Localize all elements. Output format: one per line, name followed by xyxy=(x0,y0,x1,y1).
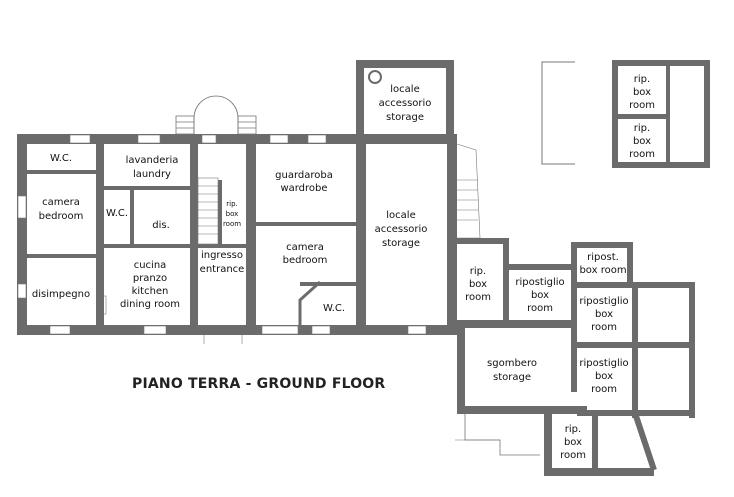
room-label-line: sgombero xyxy=(487,358,537,369)
room-label-ingresso: ingresso entrance xyxy=(200,250,245,275)
room-label-line: room xyxy=(629,100,655,111)
room-label-line: entrance xyxy=(200,264,245,275)
column-icon xyxy=(368,70,382,84)
room-label-line: storage xyxy=(382,238,420,249)
room-label-line: disimpegno xyxy=(32,289,90,300)
room-label-line: room xyxy=(223,220,241,228)
room-label-disimpegno: disimpegno xyxy=(32,289,90,300)
room-label-ripostiglio-3: ripostiglio box room xyxy=(579,358,628,395)
room-label-line: laundry xyxy=(133,169,171,180)
room-label-line: storage xyxy=(386,112,424,123)
porch xyxy=(175,95,257,135)
room-label-line: rip. xyxy=(634,74,650,85)
room-label-line: room xyxy=(591,384,617,395)
room-label-line: room xyxy=(527,303,553,314)
room-label-sgombero: sgombero storage xyxy=(487,358,537,383)
room-label-line: accessorio xyxy=(375,224,428,235)
room-label-dis: dis. xyxy=(152,220,170,231)
room-label-line: box xyxy=(633,87,651,98)
threshold xyxy=(203,335,243,344)
room-label-line: cucina xyxy=(134,260,167,271)
room-label-rip-box-bottom: rip. box room xyxy=(560,424,586,461)
room-label-line: storage xyxy=(493,372,531,383)
room-label-rip-box-tr1: rip. box room xyxy=(629,74,655,111)
room-label-line: rip. xyxy=(634,123,650,134)
room-label-line: camera xyxy=(42,197,80,208)
room-label-wc-left: W.C. xyxy=(50,153,72,164)
right-wing-walls xyxy=(457,238,695,418)
room-label-line: kitchen xyxy=(132,286,169,297)
room-label-line: W.C. xyxy=(50,153,72,164)
top-wing-walls xyxy=(356,60,454,144)
room-label-line: ripostiglio xyxy=(515,277,564,288)
room-label-line: bedroom xyxy=(283,255,328,266)
interior-walls xyxy=(27,144,366,325)
room-label-line: room xyxy=(591,322,617,333)
room-label-line: room xyxy=(560,450,586,461)
room-label-rip-box-1: rip. box room xyxy=(465,266,491,303)
room-label-line: box xyxy=(564,437,582,448)
room-label-line: accessorio xyxy=(379,98,432,109)
room-label-line: rip. xyxy=(226,200,238,208)
room-label-line: box xyxy=(595,309,613,320)
room-label-line: locale xyxy=(390,84,419,95)
room-label-lavanderia: lavanderia laundry xyxy=(126,155,179,180)
room-label-line: bedroom xyxy=(39,211,84,222)
room-label-locale-top: locale accessorio storage xyxy=(379,84,432,123)
room-label-camera-left: camera bedroom xyxy=(39,197,84,222)
room-label-line: ingresso xyxy=(201,250,243,261)
side-stairs xyxy=(456,143,481,239)
room-label-line: locale xyxy=(386,210,415,221)
room-label-line: dining room xyxy=(120,299,180,310)
room-label-ripostiglio-1: ripostiglio box room xyxy=(515,277,564,314)
room-label-line: W.C. xyxy=(323,303,345,314)
room-label-line: box xyxy=(531,290,549,301)
room-label-ripost-box: ripost. box room xyxy=(579,252,626,276)
room-label-wc-mid: W.C. xyxy=(106,208,128,219)
room-label-line: room xyxy=(465,292,491,303)
room-label-line: dis. xyxy=(152,220,170,231)
room-label-cucina: cucina pranzo kitchen dining room xyxy=(120,260,180,310)
outer-walls xyxy=(17,134,457,335)
plan-title: PIANO TERRA - GROUND FLOOR xyxy=(132,376,385,392)
room-label-wc-right: W.C. xyxy=(323,303,345,314)
room-label-camera-mid: camera bedroom xyxy=(283,242,328,266)
room-label-line: wardrobe xyxy=(280,183,327,194)
stairs xyxy=(197,177,219,245)
room-label-line: box xyxy=(595,371,613,382)
room-label-line: box xyxy=(633,136,651,147)
room-label-line: box room xyxy=(579,265,626,276)
room-label-guardaroba: guardaroba wardrobe xyxy=(275,170,333,194)
room-label-line: box xyxy=(469,279,487,290)
room-label-line: box xyxy=(226,210,239,218)
room-label-line: ripost. xyxy=(587,252,619,263)
detached-block xyxy=(541,60,710,168)
room-label-locale-main: locale accessorio storage xyxy=(375,210,428,249)
room-label-line: room xyxy=(629,149,655,160)
room-label-line: pranzo xyxy=(133,273,167,284)
room-label-line: ripostiglio xyxy=(579,296,628,307)
room-label-line: rip. xyxy=(470,266,486,277)
room-label-line: guardaroba xyxy=(275,170,333,181)
room-labels: W.C. camera bedroom disimpegno lavanderia lau… xyxy=(32,74,655,461)
room-label-line: rip. xyxy=(565,424,581,435)
room-label-ripostiglio-2: ripostiglio box room xyxy=(579,296,628,333)
room-label-line: lavanderia xyxy=(126,155,179,166)
room-label-line: camera xyxy=(286,242,324,253)
bottom-annex xyxy=(455,414,657,476)
room-label-line: W.C. xyxy=(106,208,128,219)
room-label-rip-box-tr2: rip. box room xyxy=(629,123,655,160)
room-label-rip-small: rip. box room xyxy=(223,200,241,228)
room-label-line: ripostiglio xyxy=(579,358,628,369)
wc-angled-wall xyxy=(298,280,322,326)
